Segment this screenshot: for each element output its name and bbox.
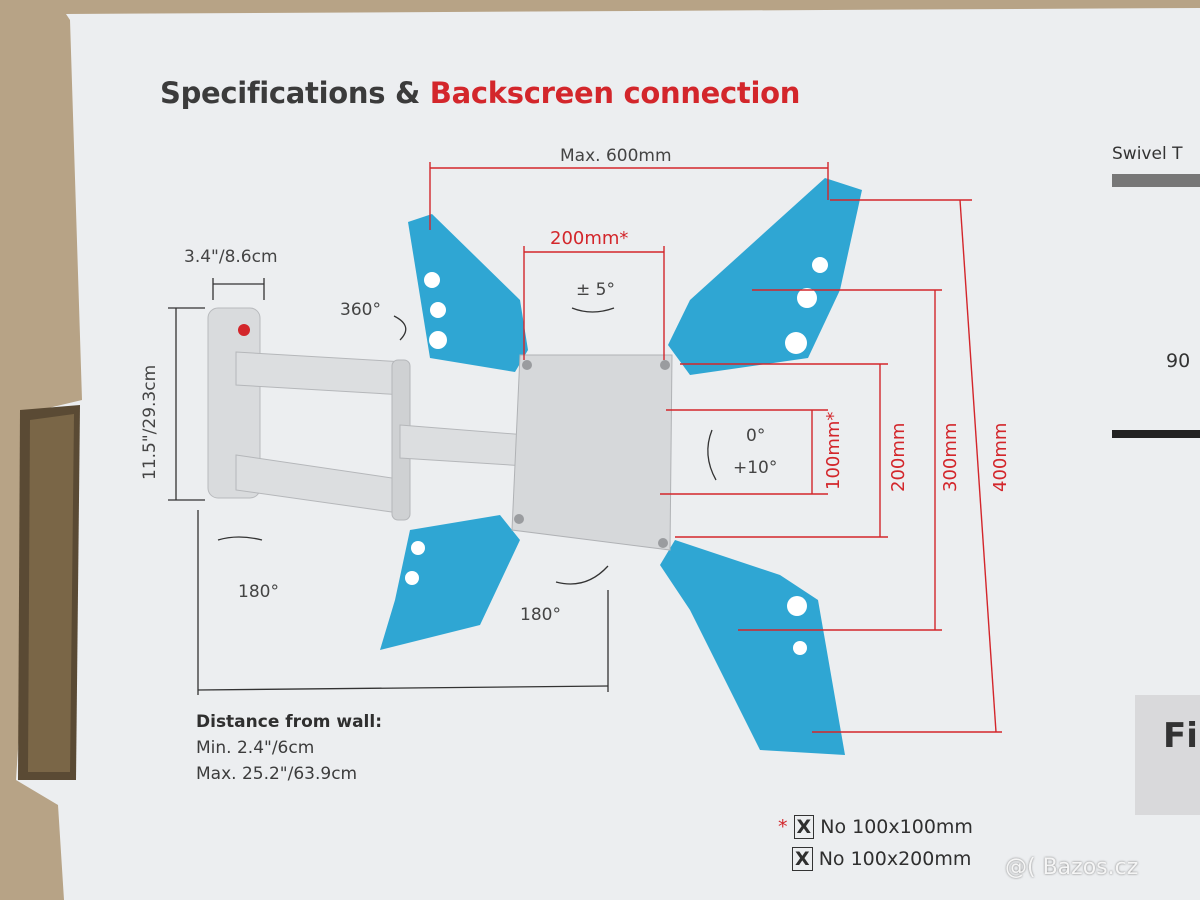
exclusion-item-2: No 100x200mm: [818, 848, 972, 870]
exclusion-row-2: X No 100x200mm: [792, 847, 972, 871]
side-panel: [1135, 695, 1200, 815]
page-title: Specifications & Backscreen connection: [160, 76, 800, 110]
max-width-label: Max. 600mm: [560, 146, 672, 166]
rotation-180-left-label: 180°: [238, 582, 279, 602]
distance-heading: Distance from wall:: [196, 712, 383, 732]
arm-width-label: 3.4"/8.6cm: [184, 247, 278, 267]
height-100-label: 100mm*: [823, 411, 844, 490]
checkbox-x-icon: X: [793, 815, 815, 839]
vesa-200-label: 200mm*: [550, 228, 629, 249]
exclusion-star: *: [778, 816, 788, 838]
angle-90-label: 90: [1166, 350, 1191, 372]
vesa-plate: [511, 354, 673, 551]
arm-height-label: 11.5"/29.3cm: [140, 364, 160, 480]
black-dimension-lines: [168, 278, 717, 695]
title-part-backscreen: Backscreen connection: [429, 76, 801, 110]
vesa-screws: [514, 360, 670, 548]
red-dimension-lines: [429, 162, 1002, 733]
height-300-label: 300mm: [940, 422, 961, 492]
rotation-360-label: 360°: [340, 300, 381, 320]
cardboard-layers: [28, 414, 74, 772]
side-heading: Fi: [1163, 716, 1198, 756]
exclusion-item-1: No 100x100mm: [820, 816, 973, 838]
rotation-180-mid-label: 180°: [520, 605, 561, 625]
exclusion-row-1: * X No 100x100mm: [778, 815, 973, 839]
plate-holes: [405, 257, 828, 655]
tilt-swivel-label: ± 5°: [576, 280, 615, 300]
checkbox-x-icon: X: [792, 847, 813, 871]
height-400-label: 400mm: [990, 422, 1011, 492]
tilt-0-label: 0°: [746, 426, 766, 446]
watermark: @( Bazos.cz: [1005, 855, 1139, 880]
plate-arm-bottom-right: [660, 540, 845, 755]
wall-line-icon: [1112, 430, 1200, 438]
distance-max: Max. 25.2"/63.9cm: [196, 764, 358, 784]
distance-min: Min. 2.4"/6cm: [196, 738, 315, 758]
plate-arm-top-right: [668, 178, 862, 375]
title-part-specifications: Specifications &: [160, 76, 430, 110]
swivel-label: Swivel T: [1112, 144, 1183, 164]
wall-plate-dot: [238, 324, 250, 336]
swivel-bar-icon: [1112, 174, 1200, 187]
height-200-label: 200mm: [888, 422, 909, 492]
tilt-plus10-label: +10°: [733, 458, 778, 478]
